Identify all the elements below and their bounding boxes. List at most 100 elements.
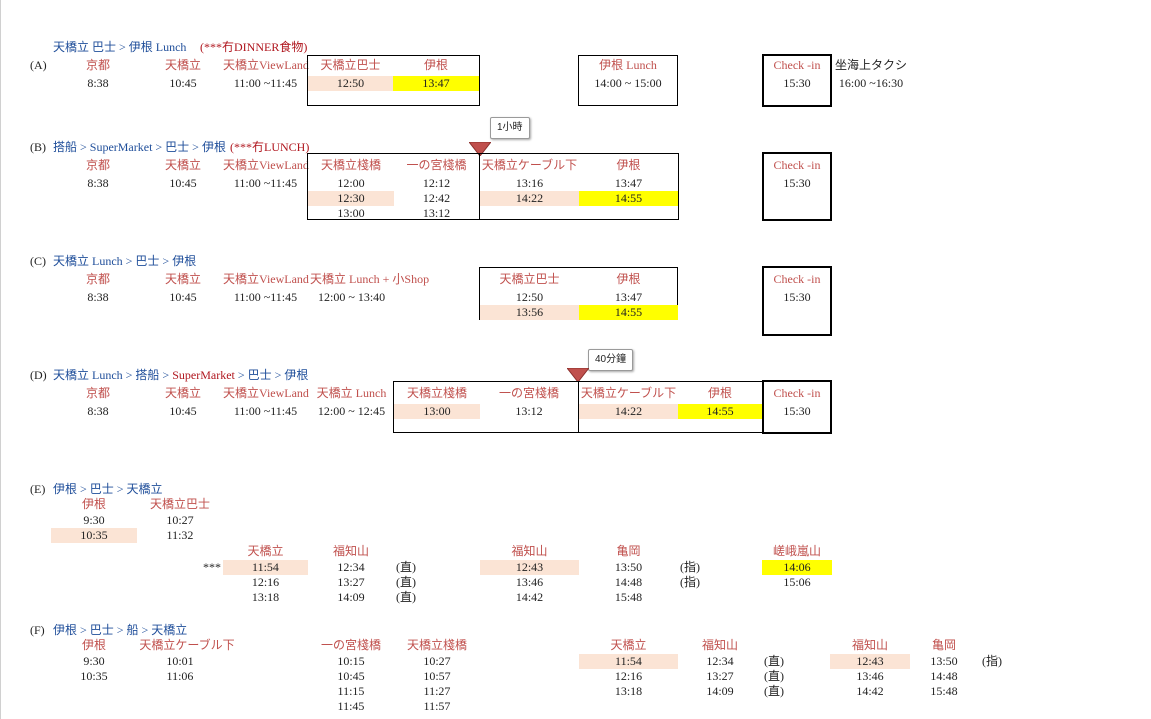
ine-header: 伊根 bbox=[81, 638, 106, 652]
kyoto-header: 京都 bbox=[85, 272, 110, 286]
ine-time: 10:35 bbox=[51, 528, 137, 543]
checkin-header: Check -in bbox=[773, 158, 821, 172]
direct-note: (直) bbox=[764, 654, 784, 668]
kyoto-header: 京都 bbox=[85, 386, 110, 400]
plan-c-title: 天橋立 Lunch > 巴士 > 伊根 bbox=[53, 254, 197, 268]
bus-time: 12:50 bbox=[308, 76, 393, 91]
kameoka-time: 14:48 bbox=[930, 669, 958, 683]
ine-time: 13:47 bbox=[393, 76, 479, 91]
amanohashidate-header: 天橋立 bbox=[610, 638, 647, 652]
cable-time: 14:22 bbox=[579, 404, 678, 419]
direct-note: (直) bbox=[396, 575, 416, 589]
plan-d-title: 天橋立 Lunch > 搭船 > SuperMarket > 巴士 > 伊根 bbox=[53, 368, 309, 382]
checkin-header: Check -in bbox=[773, 272, 821, 286]
plan-b-warning: (***冇LUNCH) bbox=[230, 140, 310, 154]
ichinomiya-time: 13:12 bbox=[422, 206, 451, 220]
plan-b-marker-icon bbox=[469, 142, 491, 156]
pier-time: 11:27 bbox=[423, 684, 451, 698]
fukuchiyama-header: 福知山 bbox=[332, 544, 369, 558]
checkin-time: 15:30 bbox=[783, 404, 811, 418]
cable-header: 天橋立ケーブル下 bbox=[580, 386, 677, 400]
viewland-header: 天橋立ViewLand bbox=[223, 386, 309, 400]
stars-mark: *** bbox=[203, 560, 221, 574]
plan-f-title: 伊根 > 巴士 > 船 > 天橋立 bbox=[53, 623, 188, 637]
ine-time: 13:47 bbox=[614, 290, 643, 304]
plan-a-warning: (***冇DINNER食物) bbox=[200, 40, 308, 54]
direct-note: (直) bbox=[764, 684, 784, 698]
lunch-shop-time: 12:00 ~ 13:40 bbox=[318, 290, 386, 304]
viewland-header: 天橋立ViewLand bbox=[223, 272, 309, 286]
plan-e-label: (E) bbox=[30, 482, 46, 496]
plan-a: 天橋立 巴士 > 伊根 Lunch (***冇DINNER食物) (A) 京都 … bbox=[0, 40, 1151, 110]
kyoto-header: 京都 bbox=[85, 58, 110, 72]
kameoka-time: 13:50 bbox=[614, 560, 643, 574]
bus-box bbox=[307, 55, 480, 106]
plan-f-label: (F) bbox=[30, 623, 45, 637]
direct-note: (直) bbox=[396, 590, 416, 604]
plan-b: 搭船 > SuperMarket > 巴士 > 伊根 (***冇LUNCH) (… bbox=[0, 140, 1151, 225]
bus-header: 天橋立巴士 bbox=[320, 58, 381, 72]
checkin-time: 15:30 bbox=[783, 76, 811, 90]
boat-bus-divider bbox=[479, 153, 480, 220]
pier-time: 10:57 bbox=[423, 669, 451, 683]
kameoka-time: 14:48 bbox=[614, 575, 643, 589]
ine-lunch-time: 14:00 ~ 15:00 bbox=[594, 76, 662, 90]
pier-header: 天橋立棧橋 bbox=[320, 158, 381, 172]
kameoka-time: 13:50 bbox=[930, 654, 958, 668]
plan-a-label: (A) bbox=[30, 58, 47, 72]
ine-header: 伊根 bbox=[423, 58, 448, 72]
amanohashidate-header: 天橋立 bbox=[164, 272, 201, 286]
viewland-header: 天橋立ViewLand bbox=[223, 58, 309, 72]
ichinomiya-time: 13:12 bbox=[515, 404, 543, 418]
pier-time: 11:57 bbox=[423, 699, 451, 713]
ichinomiya-header: 一の宮棧橋 bbox=[320, 638, 381, 652]
checkin-box bbox=[762, 152, 832, 221]
bus-time: 13:56 bbox=[480, 305, 579, 320]
fukuchiyama-time: 13:46 bbox=[856, 669, 884, 683]
cable-time: 11:06 bbox=[166, 669, 194, 683]
saga-arashiyama-time: 14:06 bbox=[762, 560, 832, 575]
kyoto-time: 8:38 bbox=[87, 290, 109, 304]
checkin-header: Check -in bbox=[773, 386, 821, 400]
fukuchiyama-time: 14:09 bbox=[337, 590, 365, 604]
viewland-time: 11:00 ~11:45 bbox=[233, 76, 298, 90]
direct-note: (直) bbox=[396, 560, 416, 574]
pier-header: 天橋立棧橋 bbox=[406, 638, 467, 652]
ichinomiya-time: 10:15 bbox=[337, 654, 365, 668]
ine-time: 14:55 bbox=[579, 191, 678, 206]
plan-c-label: (C) bbox=[30, 254, 46, 268]
plan-b-label: (B) bbox=[30, 140, 46, 154]
pier-time: 12:00 bbox=[337, 176, 365, 190]
plan-f: (F) 伊根 > 巴士 > 船 > 天橋立 伊根 9:30 10:35 天橋立ケ… bbox=[0, 623, 1151, 719]
ichinomiya-header: 一の宮棧橋 bbox=[406, 158, 467, 172]
amanohashidate-header: 天橋立 bbox=[164, 386, 201, 400]
amanohashidate-time: 11:54 bbox=[223, 560, 308, 575]
ine-header: 伊根 bbox=[81, 497, 106, 511]
plan-d-label: (D) bbox=[30, 368, 47, 382]
ichinomiya-time: 12:12 bbox=[422, 176, 451, 190]
viewland-header: 天橋立ViewLand bbox=[223, 158, 309, 172]
bus-time: 10:27 bbox=[166, 513, 194, 527]
ine-time: 10:35 bbox=[80, 669, 108, 683]
fukuchiyama-header: 福知山 bbox=[701, 638, 738, 652]
saga-arashiyama-header: 嵯峨嵐山 bbox=[772, 544, 821, 558]
fukuchiyama-time: 14:42 bbox=[856, 684, 884, 698]
reserved-note: (指) bbox=[680, 560, 700, 574]
saga-arashiyama-time: 15:06 bbox=[783, 575, 811, 589]
pier-header: 天橋立棧橋 bbox=[406, 386, 467, 400]
bus-time: 11:32 bbox=[166, 528, 194, 542]
lunch-time: 12:00 ~ 12:45 bbox=[317, 404, 386, 418]
pier-time: 13:00 bbox=[337, 206, 365, 220]
ine-header: 伊根 bbox=[616, 272, 641, 286]
fukuchiyama-header: 福知山 bbox=[851, 638, 888, 652]
reserved-note: (指) bbox=[982, 654, 1002, 668]
amanohashidate-time: 10:45 bbox=[169, 76, 197, 90]
fukuchiyama-time: 12:43 bbox=[830, 654, 910, 669]
fukuchiyama-time: 12:43 bbox=[480, 560, 579, 575]
ine-header: 伊根 bbox=[616, 158, 641, 172]
fukuchiyama-time: 12:34 bbox=[337, 560, 365, 574]
checkin-header: Check -in bbox=[773, 58, 821, 72]
fukuchiyama-header: 福知山 bbox=[511, 544, 548, 558]
amanohashidate-header: 天橋立 bbox=[164, 58, 201, 72]
kyoto-time: 8:38 bbox=[87, 176, 109, 190]
